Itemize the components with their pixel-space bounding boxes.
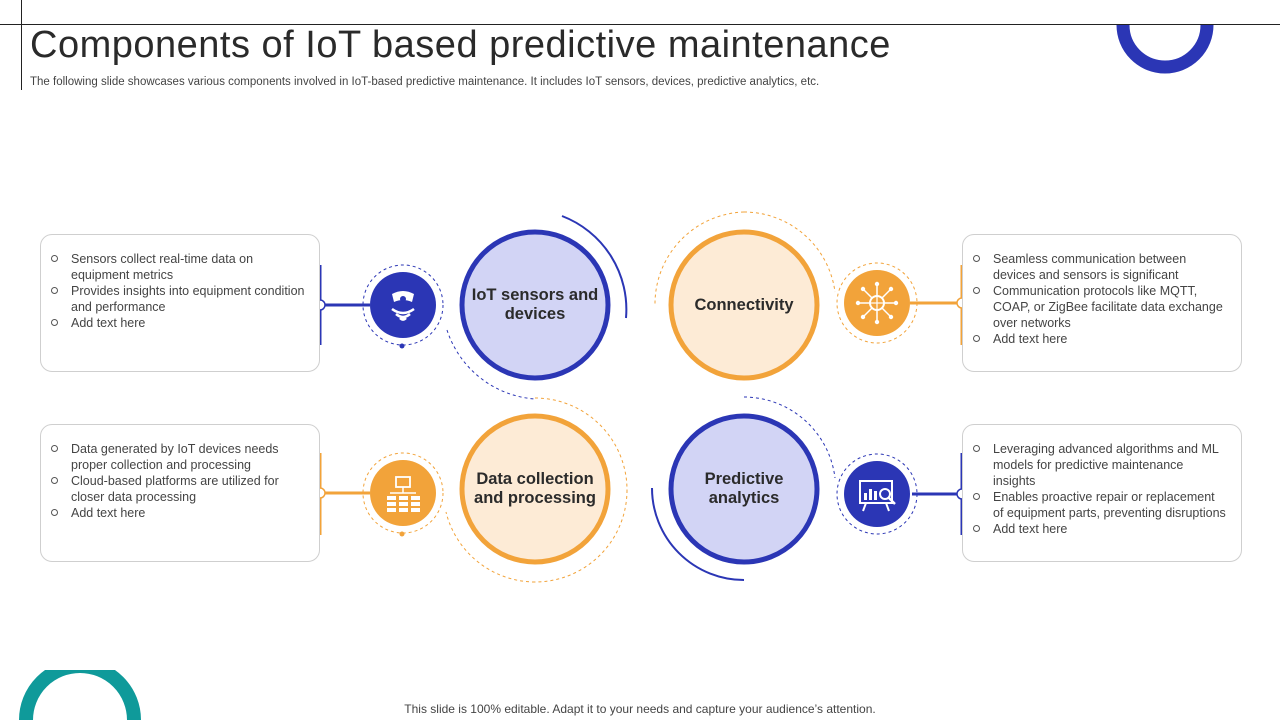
iot-bullet-list: Sensors collect real-time data on equipm… bbox=[51, 251, 305, 331]
iot-circle-label-wrap: IoT sensors and devices bbox=[460, 230, 610, 380]
data-bullet-list: Data generated by IoT devices needs prop… bbox=[51, 441, 305, 521]
connectivity-bullet-3: Add text here bbox=[973, 331, 1227, 347]
analytics-board-icon bbox=[844, 461, 910, 527]
analytics-circle-label: Predictive analytics bbox=[704, 470, 784, 507]
connectivity-bullet-2: Communication protocols like MQTT, COAP,… bbox=[973, 283, 1227, 331]
analytics-circle bbox=[668, 413, 820, 565]
connectivity-bullet-1: Seamless communication between devices a… bbox=[973, 251, 1227, 283]
network-icon bbox=[844, 270, 910, 336]
analytics-bullet-2: Enables proactive repair or replacement … bbox=[973, 490, 1226, 520]
sensor-icon bbox=[370, 272, 436, 338]
data-circle bbox=[459, 413, 611, 565]
data-bullet-3: Add text here bbox=[51, 505, 305, 521]
data-textbox: Data generated by IoT devices needs prop… bbox=[40, 424, 320, 562]
data-bullet-2: Cloud-based platforms are utilized for c… bbox=[51, 473, 305, 505]
iot-bullet-1: Sensors collect real-time data on equipm… bbox=[51, 251, 305, 283]
iot-circle-label: IoT sensors and devices bbox=[471, 286, 599, 323]
database-icon bbox=[370, 460, 436, 526]
top-rule bbox=[0, 24, 1280, 25]
data-circle-label-wrap: Data collection and processing bbox=[460, 414, 610, 564]
page-title: Components of IoT based predictive maint… bbox=[30, 24, 891, 66]
connectivity-circle-label-wrap: Connectivity bbox=[669, 230, 819, 380]
analytics-bullet-3: Add text here bbox=[973, 521, 1227, 537]
analytics-bullet-1: Leveraging advanced algorithms and ML mo… bbox=[973, 441, 1227, 489]
connectivity-bullet-list: Seamless communication between devices a… bbox=[973, 251, 1227, 347]
analytics-textbox: Leveraging advanced algorithms and ML mo… bbox=[962, 424, 1242, 562]
teal-ring-decoration bbox=[19, 670, 141, 720]
iot-textbox: Sensors collect real-time data on equipm… bbox=[40, 234, 320, 372]
data-circle-label: Data collection and processing bbox=[474, 470, 596, 507]
analytics-circle-label-wrap: Predictive analytics bbox=[669, 414, 819, 564]
data-bullet-1: Data generated by IoT devices needs prop… bbox=[51, 441, 305, 473]
iot-bullet-2: Provides insights into equipment conditi… bbox=[51, 284, 305, 314]
connectivity-textbox: Seamless communication between devices a… bbox=[962, 234, 1242, 372]
page-subtitle: The following slide showcases various co… bbox=[30, 76, 820, 88]
connectivity-circle-label: Connectivity bbox=[694, 295, 794, 314]
connectivity-circle bbox=[668, 229, 820, 381]
iot-circle bbox=[459, 229, 611, 381]
footer-note: This slide is 100% editable. Adapt it to… bbox=[404, 702, 876, 716]
analytics-bullet-list: Leveraging advanced algorithms and ML mo… bbox=[973, 441, 1227, 537]
blue-ring-decoration bbox=[1116, 24, 1214, 74]
iot-bullet-3: Add text here bbox=[51, 315, 305, 331]
left-rule bbox=[21, 0, 22, 90]
